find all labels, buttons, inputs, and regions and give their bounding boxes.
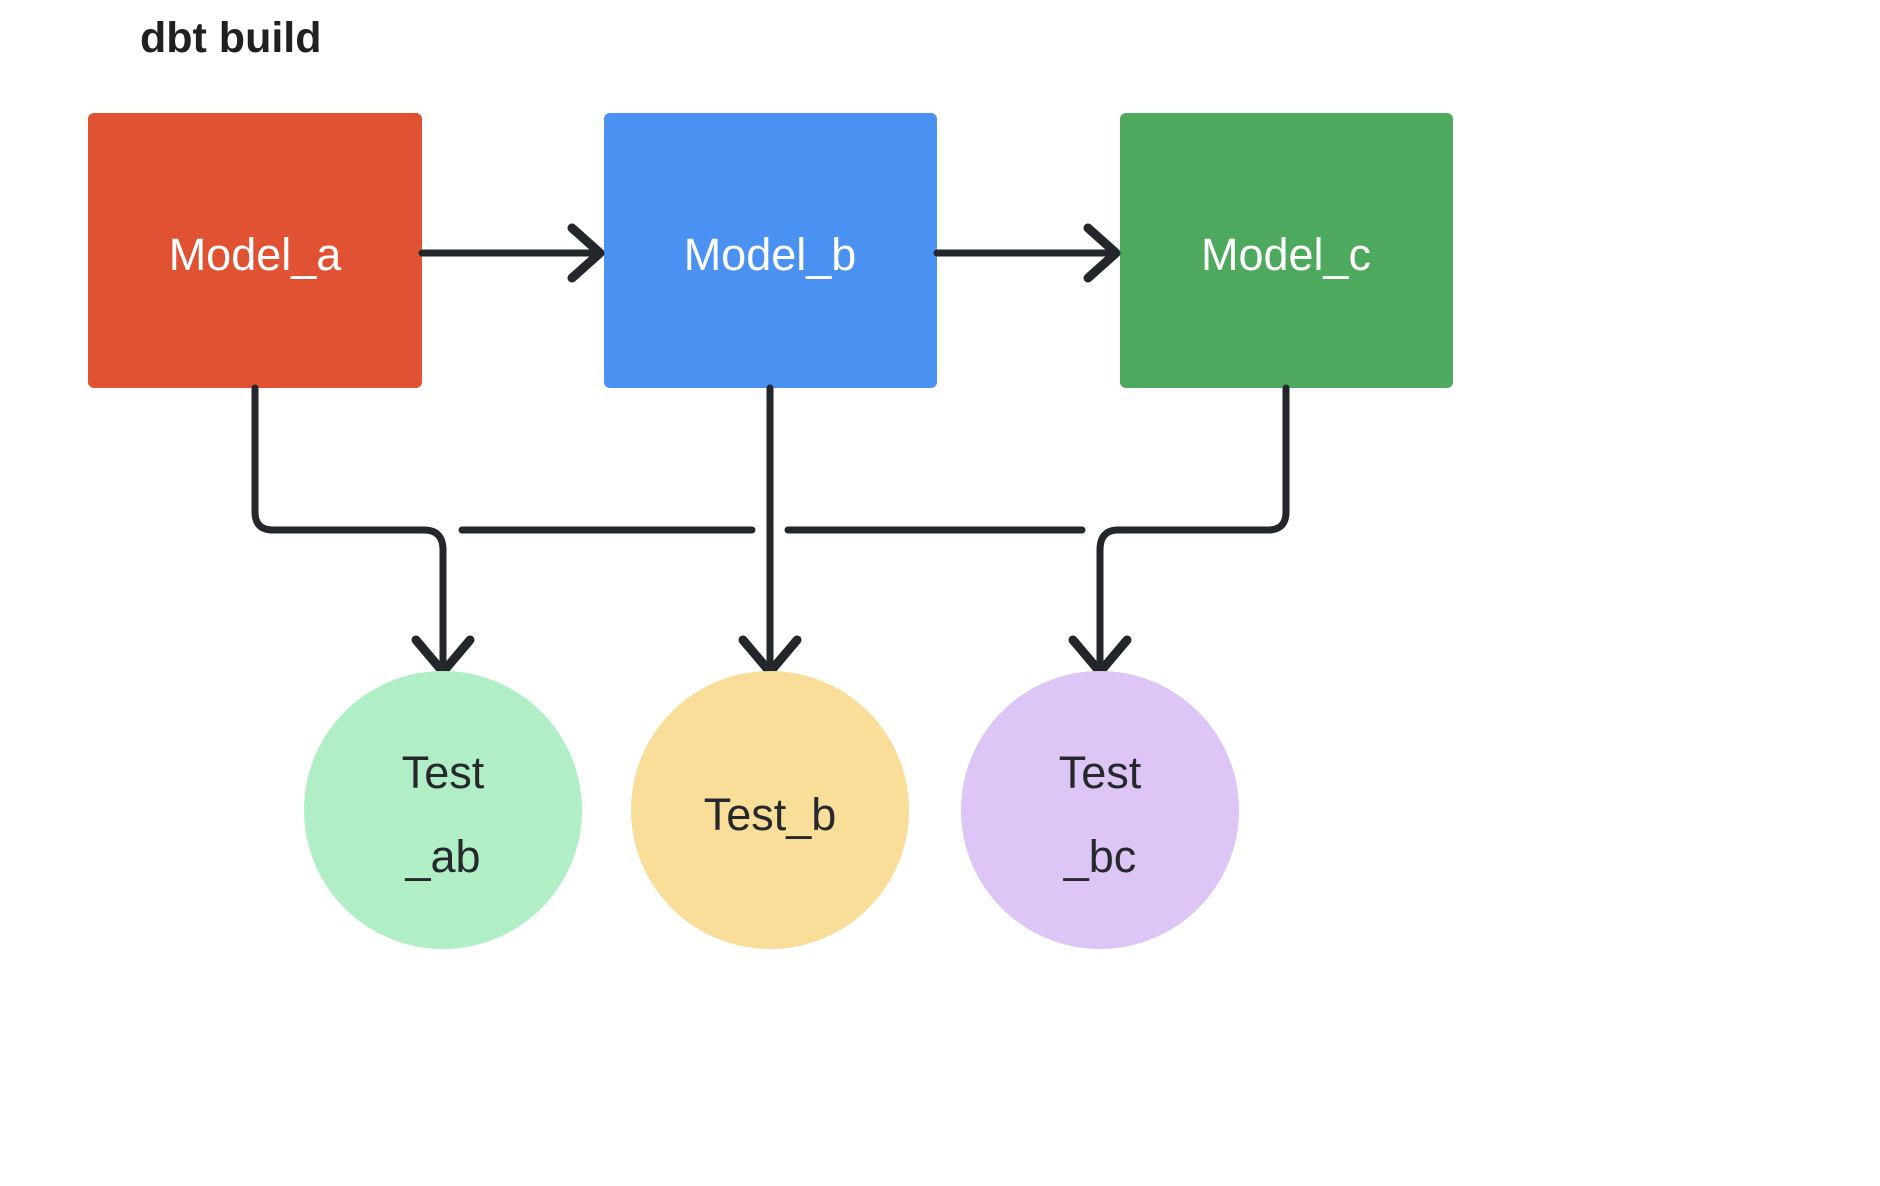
edge-model_a-to-model_b [418,223,605,283]
model-node-model_c[interactable]: Model_c [1120,113,1453,388]
edge-bus-to-test_ab [411,526,475,677]
edge-model_b-to-model_c [933,223,1121,283]
edge-bus-to-test_b [738,526,802,677]
test_bc-label-line2: _bc [1063,831,1137,882]
test_ab-circle[interactable] [304,671,582,949]
test_b-circle[interactable] [631,671,909,949]
model_b-rect[interactable] [604,113,937,388]
page-title: dbt build [140,14,322,62]
test_bc-circle[interactable] [961,671,1239,949]
test_ab-label-line2: _ab [404,831,480,882]
model_c-label: Model_c [1201,229,1371,280]
test-node-test_ab[interactable]: Test _ab [304,671,582,949]
test-node-test_bc[interactable]: Test _bc [961,671,1239,949]
test_ab-label-line1: Test [402,747,485,798]
model-node-model_a[interactable]: Model_a [88,113,422,388]
model_a-rect[interactable] [88,113,422,388]
test_b-label-line1: Test_b [704,789,837,840]
model_b-label: Model_b [684,229,857,280]
model_c-rect[interactable] [1120,113,1453,388]
test-node-test_b[interactable]: Test_b [631,671,909,949]
arrowhead-icon [1083,223,1121,283]
model-node-model_b[interactable]: Model_b [604,113,937,388]
arrowhead-icon [567,223,605,283]
edge-bus-to-test_bc [1068,526,1132,677]
edge-model_a-to-bus [251,384,424,534]
edge-model_c-to-bus [1116,384,1290,534]
test_bc-label-line1: Test [1059,747,1142,798]
model_a-label: Model_a [169,229,343,280]
